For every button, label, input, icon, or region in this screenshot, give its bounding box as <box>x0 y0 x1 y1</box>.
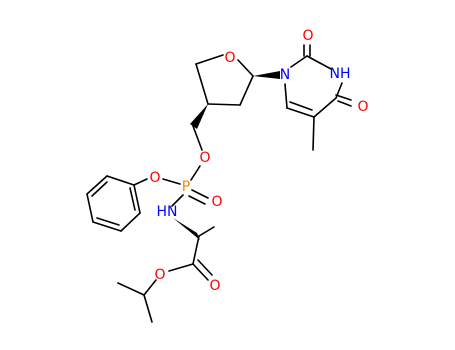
bond-iso-down <box>143 294 153 323</box>
bond-carbonyl-double-1 <box>192 263 209 281</box>
atom-n1: N <box>280 67 290 83</box>
bond-thf-c2-c3 <box>207 103 241 106</box>
bond-ph-5 <box>120 212 141 232</box>
bond-pyr-c2-n3 <box>306 55 332 70</box>
atom-phosphoryl-oxygen: O <box>211 194 222 210</box>
bond-pyr-c5-c6 <box>286 107 315 118</box>
wedge-n-calpha <box>173 218 200 240</box>
atom-c4-oxygen: O <box>357 99 368 115</box>
bond-ph-4 <box>92 221 122 232</box>
bond-iso-left <box>117 282 145 296</box>
bond-o-p <box>190 165 201 181</box>
bond-ph-inner-3 <box>129 187 136 211</box>
bond-pyr-c4-c5 <box>313 97 337 118</box>
bonds <box>86 44 352 323</box>
bond-ophenyl-ipso <box>133 178 148 186</box>
bond-calpha-methyl <box>198 226 215 237</box>
atom-c2-oxygen: O <box>302 28 313 44</box>
bond-pyr-n1-c2 <box>290 55 308 68</box>
wedge-c1-n1 <box>253 71 280 79</box>
bond-ch2-o <box>192 125 203 151</box>
bond-p-n <box>171 194 184 207</box>
atom-amine-nitrogen: HN <box>157 204 178 220</box>
bond-ph-3 <box>86 193 94 223</box>
bond-thf-c4-o <box>195 54 224 65</box>
bond-c4-o-1 <box>335 94 352 101</box>
bond-calpha-ccarbonyl <box>192 235 200 265</box>
bond-p-ophenyl <box>162 178 181 185</box>
atom-ether-oxygen: O <box>199 150 210 166</box>
bond-ph-2 <box>86 175 108 195</box>
bond-p-o-double-1 <box>191 189 209 199</box>
atom-ring-oxygen: O <box>224 50 235 66</box>
bond-ph-1 <box>106 175 135 186</box>
wedge-c3-ch2 <box>190 104 208 129</box>
bond-ph-6 <box>133 184 141 214</box>
bond-ph-inner-2 <box>96 217 120 226</box>
bond-ccarbonyl-oester <box>168 263 194 272</box>
bond-c5-methyl <box>312 116 315 151</box>
atom-phosphorus: P <box>182 179 190 195</box>
bond-pyr-c6-n1 <box>284 83 288 109</box>
bond-carbonyl-double-2 <box>197 259 213 276</box>
bond-thf-o-c1 <box>237 59 254 77</box>
bond-thf-c3-c4 <box>195 63 209 105</box>
atom-n3: NH <box>330 66 351 82</box>
bond-pyr-c5-c6-inner <box>289 101 313 111</box>
atom-ester-oxygen: O <box>154 267 165 283</box>
bond-thf-c1-c2 <box>239 75 254 106</box>
atom-labels: O N O NH O O P O O HN O O <box>149 28 368 294</box>
bond-oester-ciso <box>143 279 157 296</box>
bond-ph-inner-1 <box>91 181 108 197</box>
bond-p-o-double-2 <box>188 195 206 205</box>
atom-phenoxy-oxygen: O <box>149 170 160 186</box>
bond-c4-o-2 <box>337 100 352 107</box>
atom-carbonyl-oxygen: O <box>209 278 220 294</box>
